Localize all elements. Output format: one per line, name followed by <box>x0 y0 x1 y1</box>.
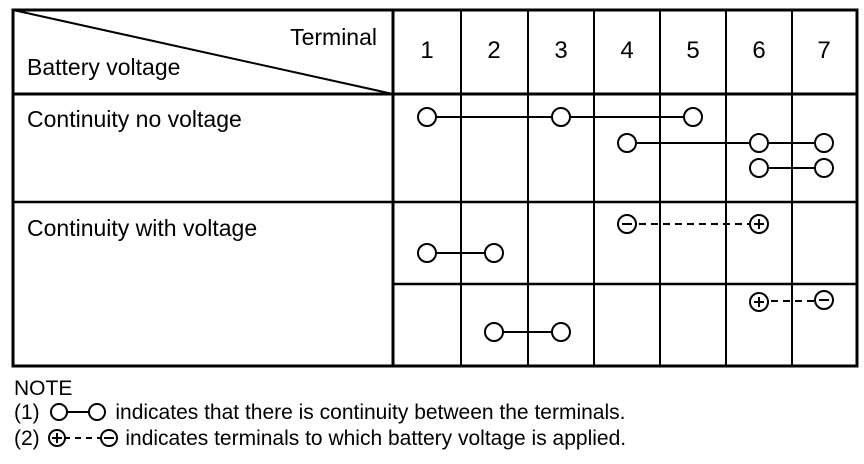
note-heading: NOTE <box>14 377 73 400</box>
column-dividers <box>460 10 793 366</box>
corner-diagonal <box>12 9 394 95</box>
terminal-header-7: 7 <box>817 37 830 64</box>
terminal-header-5: 5 <box>686 37 699 64</box>
continuity-node-t6 <box>749 158 769 178</box>
battery-positive-t6 <box>749 292 769 312</box>
continuity-node-t2 <box>484 322 504 342</box>
row-label-no-voltage: Continuity no voltage <box>27 106 242 132</box>
continuity-node-t3 <box>551 107 571 127</box>
continuity-node-t5 <box>683 107 703 127</box>
table-frame <box>11 8 859 368</box>
note-1-number: (1) <box>14 401 40 424</box>
terminal-headers: 1 2 3 4 5 6 7 <box>420 37 830 64</box>
row-label-with-voltage: Continuity with voltage <box>27 215 257 241</box>
note-2-text: indicates terminals to which battery vol… <box>125 427 627 450</box>
battery-symbol-icon <box>47 429 118 447</box>
battery-negative-t7 <box>814 290 834 310</box>
battery-positive-t6 <box>749 214 769 234</box>
continuity-node-t3 <box>551 322 571 342</box>
continuity-node-t6 <box>749 133 769 153</box>
continuity-node-t4 <box>617 133 637 153</box>
note-2-number: (2) <box>14 427 40 450</box>
continuity-node-t1 <box>417 107 437 127</box>
battery-negative-t4 <box>617 214 637 234</box>
continuity-node-t1 <box>417 243 437 263</box>
note-item-1: (1) indicates that there is continuity b… <box>14 401 625 425</box>
continuity-node-t7 <box>814 158 834 178</box>
condition-a <box>417 214 769 263</box>
continuity-link-1-3-5 <box>417 107 703 127</box>
terminal-continuity-table: Terminal Battery voltage 1 2 3 4 5 6 7 C… <box>11 8 859 368</box>
continuity-node-t7 <box>814 133 834 153</box>
terminal-header-3: 3 <box>554 37 567 64</box>
condition-b <box>484 290 834 342</box>
continuity-link-1-2 <box>417 243 504 263</box>
terminal-header-2: 2 <box>487 37 500 64</box>
note-1-text: indicates that there is continuity betwe… <box>115 401 626 424</box>
note-item-2: (2) indicates terminals to which battery… <box>14 427 626 451</box>
corner-label-terminal: Terminal <box>290 24 377 50</box>
continuity-link-2-3 <box>484 322 571 342</box>
continuity-symbol-icon <box>49 403 106 421</box>
terminal-header-6: 6 <box>752 37 765 64</box>
continuity-node-t2 <box>484 243 504 263</box>
corner-label-battery-voltage: Battery voltage <box>27 54 180 80</box>
continuity-link-4-6-7 <box>617 133 834 153</box>
terminal-header-1: 1 <box>420 37 433 64</box>
continuity-no-voltage <box>417 107 834 178</box>
terminal-header-4: 4 <box>620 37 633 64</box>
continuity-link-6-7 <box>749 158 834 178</box>
